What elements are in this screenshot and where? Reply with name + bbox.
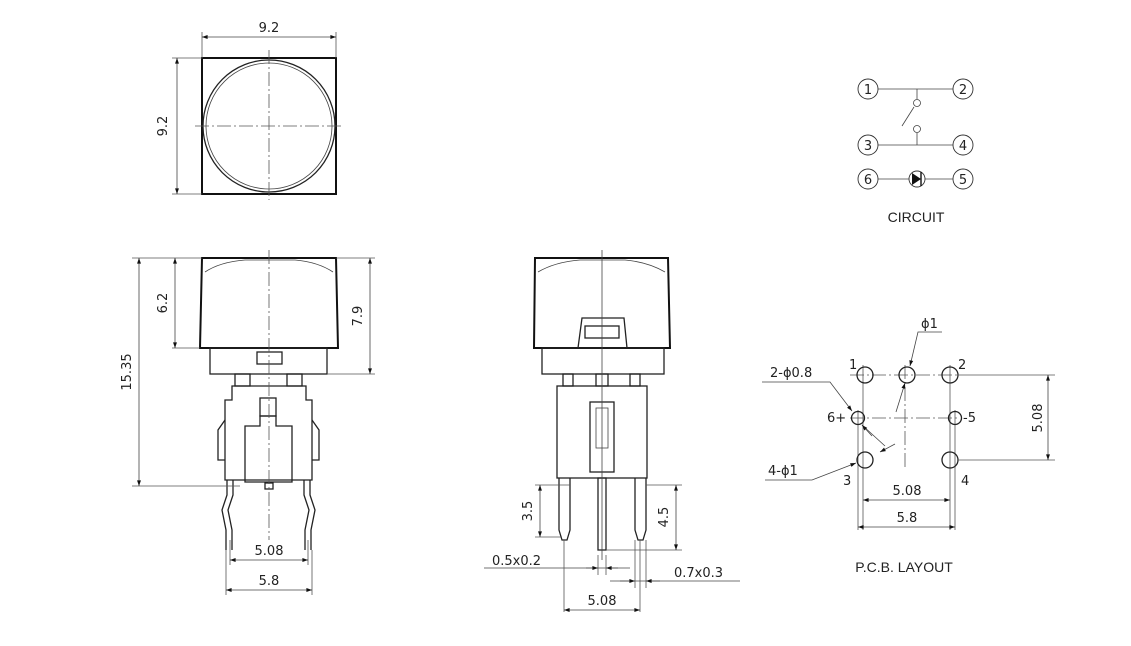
- circuit-pin-6: 6: [857, 168, 879, 190]
- pcb-pin-3: 3: [843, 474, 851, 489]
- pin-short-length-dim: 3.5: [521, 501, 536, 522]
- svg-text:5: 5: [959, 173, 967, 188]
- circuit-pin-5: 5: [952, 168, 974, 190]
- circuit-title: CIRCUIT: [888, 209, 945, 225]
- pcb-layout-title: P.C.B. LAYOUT: [855, 559, 953, 575]
- front-pin-span-dim: 5.8: [259, 574, 280, 589]
- circuit-pin-3: 3: [857, 134, 879, 156]
- pcb-layout: [762, 331, 1055, 530]
- top-height-dim: 9.2: [156, 116, 171, 137]
- cap-height-dim: 6.2: [156, 293, 171, 314]
- pcb-pin-1: 1: [849, 358, 857, 373]
- circuit-pin-1: 1: [857, 78, 879, 100]
- front-view: [132, 250, 375, 595]
- circuit-pin-4: 4: [952, 134, 974, 156]
- svg-text:6: 6: [864, 173, 872, 188]
- total-height-dim: 15.35: [120, 353, 135, 390]
- pcb-pin-2: 2: [958, 358, 966, 373]
- side-view: [484, 250, 740, 612]
- front-pin-pitch-dim: 5.08: [255, 544, 284, 559]
- pcb-callout-led-holes: 2-ϕ0.8: [770, 366, 812, 381]
- pcb-pin-4: 4: [961, 474, 969, 489]
- circuit-diagram: 1 2 3 4 6 5: [857, 78, 974, 190]
- top-view: [172, 32, 343, 200]
- svg-text:1: 1: [864, 83, 872, 98]
- pcb-horizontal-span-dim: 5.8: [897, 511, 918, 526]
- top-width-dim: 9.2: [259, 21, 280, 36]
- svg-text:2: 2: [959, 83, 967, 98]
- pcb-vertical-pitch-dim: 5.08: [1031, 404, 1046, 433]
- pin-section-small: 0.5x0.2: [492, 554, 541, 569]
- pin-long-length-dim: 4.5: [657, 507, 672, 528]
- led-diode-icon: [908, 170, 926, 188]
- svg-text:3: 3: [864, 139, 872, 154]
- pcb-horizontal-pitch-dim: 5.08: [893, 484, 922, 499]
- pin-section-large: 0.7x0.3: [674, 566, 723, 581]
- switch-icon: [901, 106, 915, 127]
- pcb-callout-switch-holes: 4-ϕ1: [768, 464, 798, 479]
- pcb-callout-center-hole: ϕ1: [921, 317, 938, 332]
- pcb-pin-6: 6+: [827, 411, 846, 426]
- housing-height-dim: 7.9: [351, 306, 366, 327]
- pcb-pin-5: -5: [963, 411, 976, 426]
- circuit-pin-2: 2: [952, 78, 974, 100]
- side-pin-pitch-dim: 5.08: [588, 594, 617, 609]
- svg-text:4: 4: [959, 139, 967, 154]
